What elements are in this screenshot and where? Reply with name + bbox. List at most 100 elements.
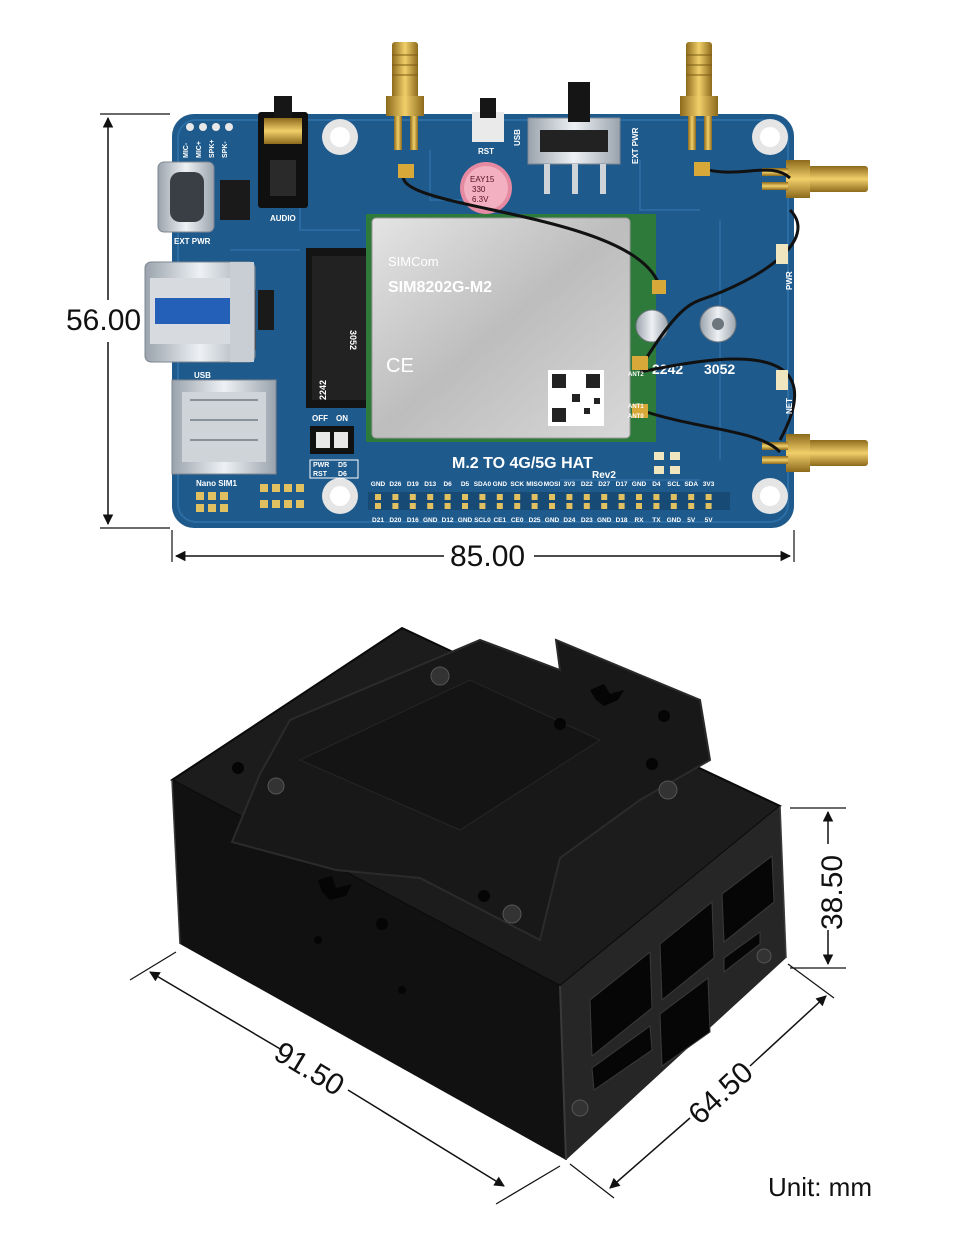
gpio-pad [653, 494, 660, 500]
gpio-pin-label-top: 3V3 [703, 481, 715, 488]
case-length-label: 91.50 [268, 1036, 349, 1103]
gpio-pad [688, 494, 695, 500]
gpio-pin-label-top: D26 [389, 481, 401, 488]
gpio-pad [462, 503, 468, 509]
gpio-pad [409, 503, 416, 509]
module-model: SIM8202G-M2 [388, 279, 492, 296]
sma-connector-right-2 [762, 434, 868, 472]
gpio-pad [618, 503, 625, 509]
gpio-pin-label-bottom: CE1 [493, 517, 506, 524]
status-leds: PWR NET [776, 244, 794, 414]
pcb-board-view: MIC- MIC+ SPK+ SPK- AUDIO EXT PWR [144, 42, 868, 528]
gpio-pad [688, 503, 695, 509]
case-length-line [149, 971, 283, 1051]
gpio-pad [670, 494, 677, 500]
gpio-pin-label-bottom: GND [458, 517, 473, 524]
module-brand: SIMCom [388, 254, 439, 269]
gpio-pin-label-top: GND [371, 481, 386, 488]
gpio-pad [670, 503, 677, 509]
gpio-pin-label-bottom: GND [667, 517, 682, 524]
slide-switch: EXT PWR [527, 82, 640, 194]
label-3052-silk: 3052 [348, 330, 358, 350]
gpio-pin-label-bottom: GND [545, 517, 560, 524]
mic-spk-pads: MIC- MIC+ SPK+ SPK- [183, 123, 233, 158]
gpio-pin-label-top: D6 [443, 481, 452, 488]
gpio-pin-label-bottom: D23 [581, 517, 593, 524]
gpio-pin-label-top: D27 [598, 481, 610, 488]
ufl-connectors [398, 162, 710, 418]
label-spk-minus: SPK- [222, 141, 229, 158]
pcb-dimensions: 56.00 85.00 [66, 113, 795, 573]
label-ext-pwr: EXT PWR [174, 237, 211, 246]
svg-text:CE: CE [386, 355, 414, 377]
gpio-pads-left [196, 484, 304, 512]
gpio-pin-label-top: GND [493, 481, 508, 488]
antenna-cables [401, 166, 800, 454]
gpio-pad [601, 503, 608, 509]
unit-label: Unit: mm [768, 1172, 872, 1202]
case-screws [267, 666, 772, 1117]
board-rev: Rev2 [592, 470, 616, 481]
gpio-pin-label-bottom: SCL0 [474, 517, 491, 524]
usb-c-port: EXT PWR [157, 161, 215, 246]
gpio-header: GNDD21D26D20D19D16D13GNDD6D12D5GNDSDA0SC… [368, 481, 730, 524]
gpio-pin-label-top: 3V3 [564, 481, 576, 488]
label-rst-led: RST [313, 471, 328, 478]
gpio-pad [583, 503, 590, 509]
sma-connector-top-1 [386, 42, 424, 150]
gpio-pin-label-bottom: TX [652, 517, 661, 524]
gpio-pad [496, 503, 503, 509]
svg-text:6.3V: 6.3V [472, 195, 489, 204]
modem-module: SIMCom SIM8202G-M2 CE [366, 214, 656, 442]
gpio-pin-label-top: SCL [667, 481, 680, 488]
gpio-pin-label-bottom: GND [597, 517, 612, 524]
m2-screw [635, 309, 669, 343]
gpio-pin-label-bottom: 5V [705, 517, 714, 524]
gpio-pin-label-top: D5 [461, 481, 470, 488]
gpio-pad [636, 503, 642, 509]
nano-sim-slot: Nano SIM1 [171, 379, 277, 488]
label-2242-silk: 2242 [318, 380, 328, 400]
gpio-pad [427, 494, 434, 500]
case-width-label: 64.50 [682, 1056, 759, 1131]
label-usb-switch: USB [513, 129, 522, 146]
gpio-pin-label-bottom: D25 [529, 517, 541, 524]
gpio-pad [566, 494, 573, 500]
gpio-pad [409, 494, 416, 500]
gpio-pad [462, 494, 468, 500]
gpio-pad [653, 503, 660, 509]
label-usb: USB [194, 371, 211, 380]
gpio-pad [375, 494, 381, 500]
gpio-pad [531, 503, 538, 509]
label-off: OFF [312, 414, 328, 423]
gpio-pin-label-bottom: D18 [616, 517, 628, 524]
gpio-pad [375, 503, 381, 509]
gpio-pad [444, 494, 451, 500]
gpio-pin-label-top: MOSI [544, 481, 561, 488]
gpio-pin-label-bottom: RX [634, 517, 644, 524]
gpio-pad [444, 503, 451, 509]
gpio-pad [583, 494, 590, 500]
label-rst: RST [478, 147, 494, 156]
dip-switch: OFF ON [310, 414, 354, 454]
label-ant2: ANT2 [628, 372, 644, 378]
label-ext-pwr-switch: EXT PWR [631, 127, 640, 164]
gpio-pin-label-bottom: D21 [372, 517, 384, 524]
gpio-pin-label-bottom: D20 [389, 517, 401, 524]
label-pwr: PWR [785, 271, 794, 290]
label-audio: AUDIO [270, 214, 296, 223]
gpio-pad [549, 503, 555, 509]
gpio-pin-label-bottom: D16 [407, 517, 419, 524]
label-on: ON [336, 414, 348, 423]
gpio-pin-label-bottom: CE0 [511, 517, 524, 524]
gpio-pin-label-top: SCK [510, 481, 524, 488]
sma-connector-top-2 [680, 42, 718, 150]
gpio-pad [427, 503, 434, 509]
label-3052: 3052 [704, 361, 735, 377]
metal-case [170, 626, 787, 1161]
width-label: 85.00 [450, 540, 525, 573]
label-d6: D6 [338, 471, 347, 478]
case-height-label: 38.50 [816, 855, 849, 930]
height-label: 56.00 [66, 304, 141, 337]
